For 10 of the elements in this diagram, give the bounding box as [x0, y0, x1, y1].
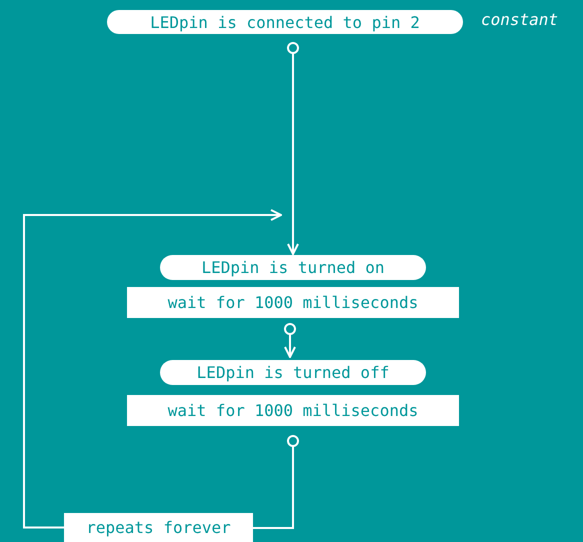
note-text: constant	[481, 10, 558, 29]
arrow	[287, 42, 299, 255]
arrow	[284, 323, 296, 358]
step-box: repeats forever	[64, 513, 253, 542]
step-pill: LEDpin is connected to pin 2	[107, 10, 463, 34]
step-box: wait for 1000 milliseconds	[127, 287, 459, 318]
step-pill: LEDpin is turned off	[160, 360, 426, 385]
step-box: wait for 1000 milliseconds	[127, 395, 459, 426]
step-pill: LEDpin is turned on	[160, 255, 426, 280]
arrow	[23, 209, 282, 528]
